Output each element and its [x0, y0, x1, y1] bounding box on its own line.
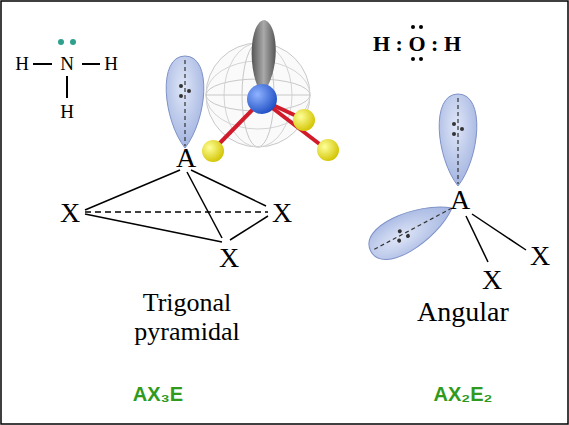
atom-symbol: H	[104, 54, 118, 75]
shape-name: Angular	[417, 297, 509, 328]
ligand-label: X	[272, 198, 292, 229]
lone-pair-lobe	[166, 56, 204, 148]
lone-pair-lobe	[439, 94, 477, 186]
angular-bonds	[466, 214, 526, 262]
shape-name: Trigonal pyramidal	[112, 289, 262, 346]
vsepr-formula: AX₂E₂	[434, 383, 493, 405]
ligand-label: X	[60, 198, 80, 229]
lone-pair-lobe	[362, 191, 461, 267]
atom-symbol: N	[60, 54, 74, 75]
ligand-label: X	[219, 243, 239, 274]
ligand-label: X	[530, 241, 550, 272]
lewis-structure: H : O : H	[373, 32, 461, 56]
pyramid-edges	[85, 170, 268, 242]
ligand-label: X	[482, 265, 502, 296]
atom-symbol: H	[15, 54, 29, 75]
central-atom-label: A	[450, 185, 470, 216]
lone-pair-dots	[58, 39, 76, 45]
atom-symbol: H	[60, 102, 74, 123]
ball-stick-model	[202, 20, 339, 162]
central-atom-label: A	[176, 143, 196, 174]
vsepr-formula: AX₃E	[133, 383, 183, 405]
